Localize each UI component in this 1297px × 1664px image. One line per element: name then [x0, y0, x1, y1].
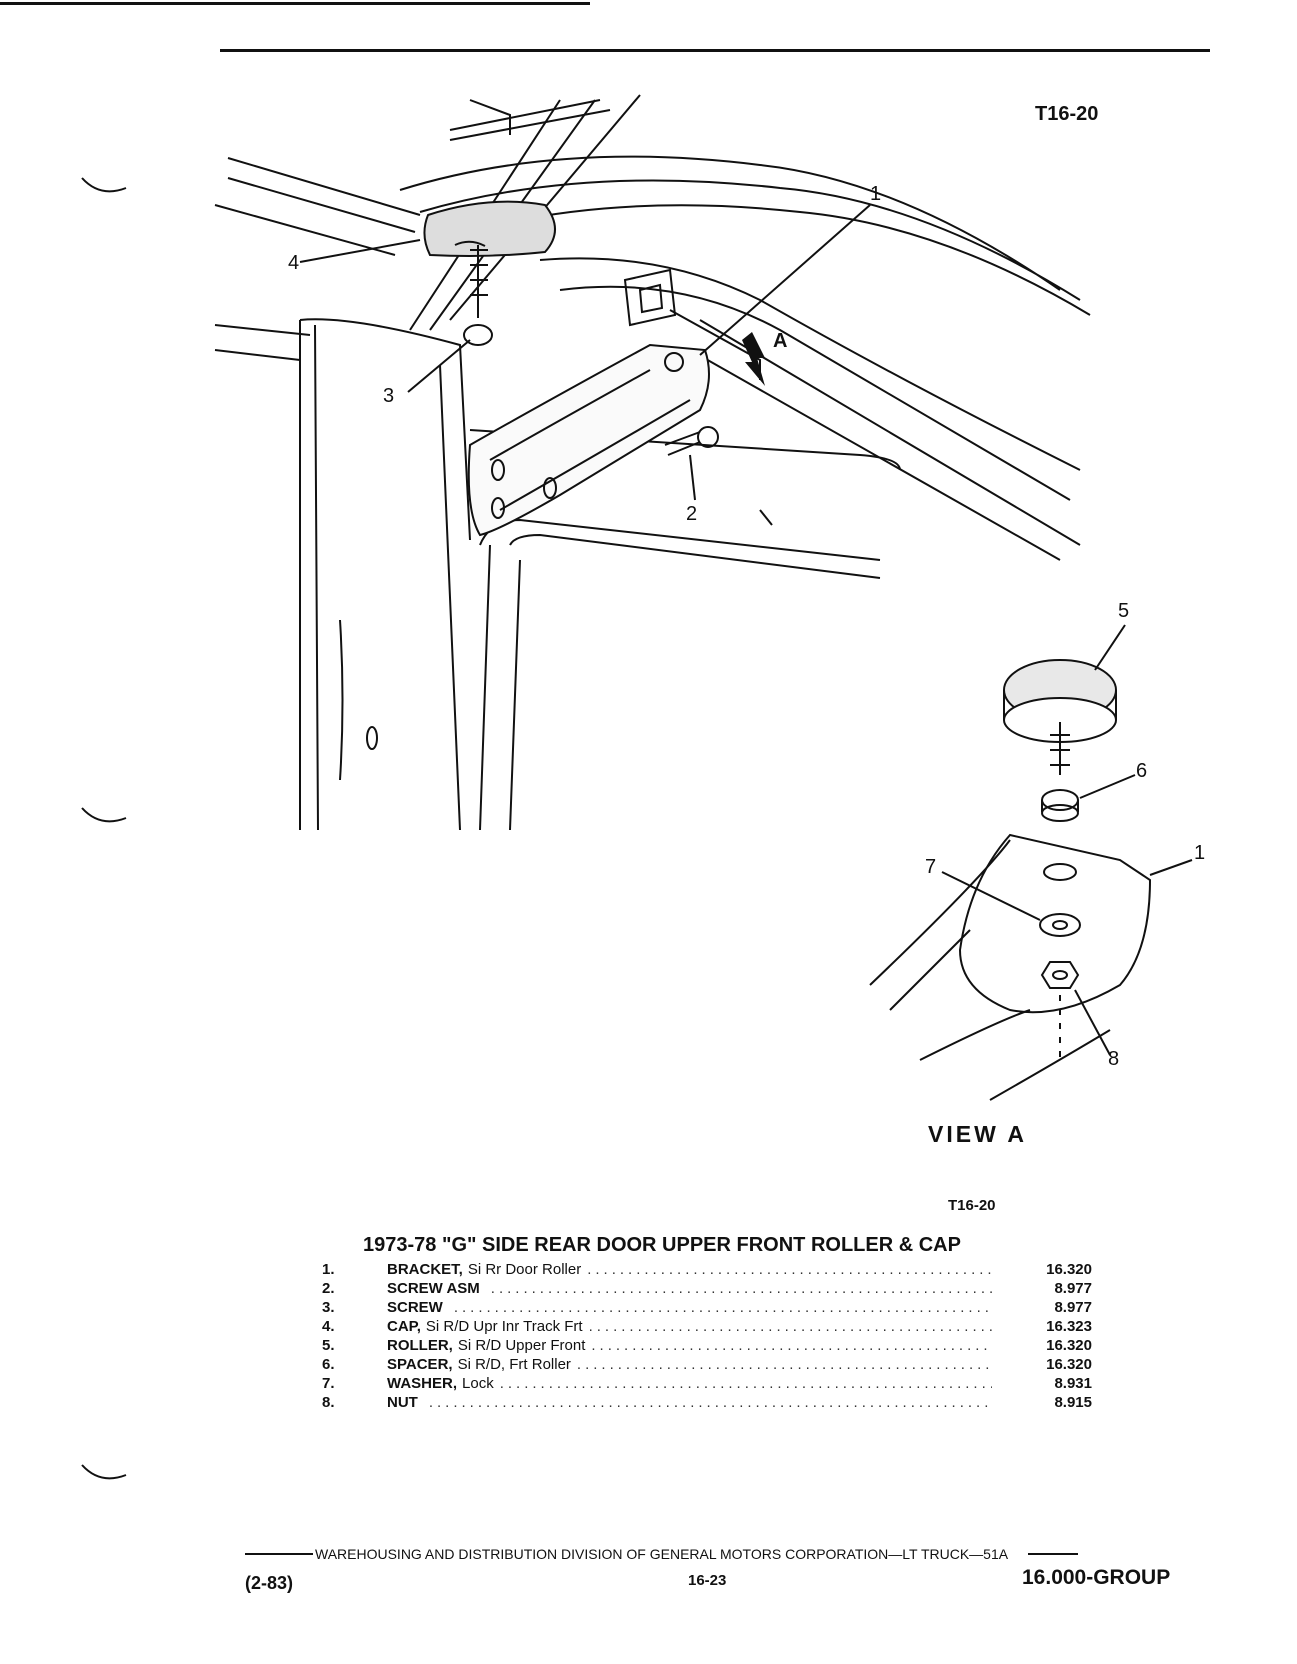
screw-part-3: [470, 245, 488, 318]
footer-group: 16.000-GROUP: [1022, 1566, 1171, 1589]
part-name: NUT: [387, 1394, 418, 1411]
part-qualifier: Si Rr Door Roller: [467, 1261, 582, 1278]
footer-page-number: 16-23: [688, 1572, 727, 1589]
callout-6: 6: [1136, 760, 1148, 782]
parts-row: 3. SCREW 8.977: [322, 1298, 1092, 1317]
top-edge-rule: [0, 2, 590, 5]
part-qualifier: Si R/D Upr Inr Track Frt: [425, 1318, 583, 1335]
part-qualifier: Lock: [462, 1375, 494, 1392]
cap-part-4: [423, 200, 556, 257]
parts-row: 1. BRACKET,Si Rr Door Roller 16.320: [322, 1260, 1092, 1279]
part-qualifier: Si R/D Upper Front: [457, 1337, 586, 1354]
view-a-label: VIEW A: [928, 1121, 1027, 1147]
washer-part-7: [1039, 913, 1081, 937]
callout-3: 3: [383, 385, 395, 407]
callout-5: 5: [1118, 600, 1130, 622]
figure-ref-bottom: T16-20: [948, 1197, 996, 1214]
callout-1-view-a: 1: [1194, 842, 1206, 864]
nut-part-8: [1040, 961, 1080, 989]
footer-date: (2-83): [245, 1573, 294, 1593]
part-group: 8.931: [1054, 1375, 1092, 1392]
leader-dots: [429, 1393, 992, 1412]
footer-dash-left: [245, 1553, 313, 1555]
parts-list-title: 1973-78 "G" SIDE REAR DOOR UPPER FRONT R…: [363, 1234, 961, 1256]
part-number: 7.: [322, 1375, 335, 1392]
part-number: 5.: [322, 1337, 335, 1354]
part-group: 8.915: [1054, 1394, 1092, 1411]
header-rule: [220, 49, 1210, 52]
part-name: SPACER,: [387, 1356, 453, 1373]
part-name: BRACKET,: [387, 1261, 463, 1278]
part-group: 16.320: [1046, 1261, 1092, 1278]
leader-dots: [589, 1317, 992, 1336]
part-group: 8.977: [1054, 1280, 1092, 1297]
part-name: SCREW: [387, 1299, 443, 1316]
part-number: 4.: [322, 1318, 335, 1335]
leader-dots: [491, 1279, 992, 1298]
callout-2: 2: [686, 503, 698, 525]
figure-ref-top: T16-20: [1035, 103, 1099, 125]
part-number: 2.: [322, 1280, 335, 1297]
parts-row: 4. CAP,Si R/D Upr Inr Track Frt 16.323: [322, 1317, 1092, 1336]
parts-row: 6. SPACER,Si R/D, Frt Roller 16.320: [322, 1355, 1092, 1374]
part-name: CAP,: [387, 1318, 421, 1335]
callout-7: 7: [925, 856, 937, 878]
footer-dash-right: [1028, 1553, 1079, 1555]
roof-rail-lines: [214, 157, 421, 361]
part-number: 3.: [322, 1299, 335, 1316]
punch-mark-1: [81, 177, 127, 193]
part-qualifier: Si R/D, Frt Roller: [457, 1356, 571, 1373]
parts-row: 7. WASHER,Lock 8.931: [322, 1374, 1092, 1393]
part-group: 16.320: [1046, 1356, 1092, 1373]
callout-8: 8: [1108, 1048, 1120, 1070]
part-name: ROLLER,: [387, 1337, 453, 1354]
leader-dots: [500, 1374, 992, 1393]
screw-asm-part-2: [664, 431, 701, 456]
punch-mark-2: [81, 807, 127, 823]
callout-4: 4: [288, 252, 300, 274]
part-name: WASHER,: [387, 1375, 458, 1392]
part-group: 16.323: [1046, 1318, 1092, 1335]
footer-publisher: WAREHOUSING AND DISTRIBUTION DIVISION OF…: [315, 1546, 1009, 1562]
part-group: 16.320: [1046, 1337, 1092, 1354]
view-a-arrow-label: A: [773, 330, 788, 352]
footer-line: WAREHOUSING AND DISTRIBUTION DIVISION OF…: [245, 1546, 1185, 1562]
part-number: 6.: [322, 1356, 335, 1373]
door-frame: [299, 318, 471, 831]
part-number: 1.: [322, 1261, 335, 1278]
leader-dots: [577, 1355, 992, 1374]
parts-row: 8. NUT 8.915: [322, 1393, 1092, 1412]
leader-dots: [587, 1260, 992, 1279]
bracket-part-1: [467, 343, 710, 537]
parts-row: 5. ROLLER,Si R/D Upper Front 16.320: [322, 1336, 1092, 1355]
callout-1: 1: [870, 183, 882, 205]
parts-list: 1. BRACKET,Si Rr Door Roller 16.320 2. S…: [322, 1260, 1092, 1412]
view-a-arrow: [742, 332, 765, 386]
leader-dots: [454, 1298, 992, 1317]
punch-mark-3: [81, 1464, 127, 1480]
part-number: 8.: [322, 1394, 335, 1411]
part-group: 8.977: [1054, 1299, 1092, 1316]
track-channel: [623, 268, 677, 327]
part-name: SCREW ASM: [387, 1280, 480, 1297]
leader-dots: [591, 1336, 992, 1355]
parts-row: 2. SCREW ASM 8.977: [322, 1279, 1092, 1298]
